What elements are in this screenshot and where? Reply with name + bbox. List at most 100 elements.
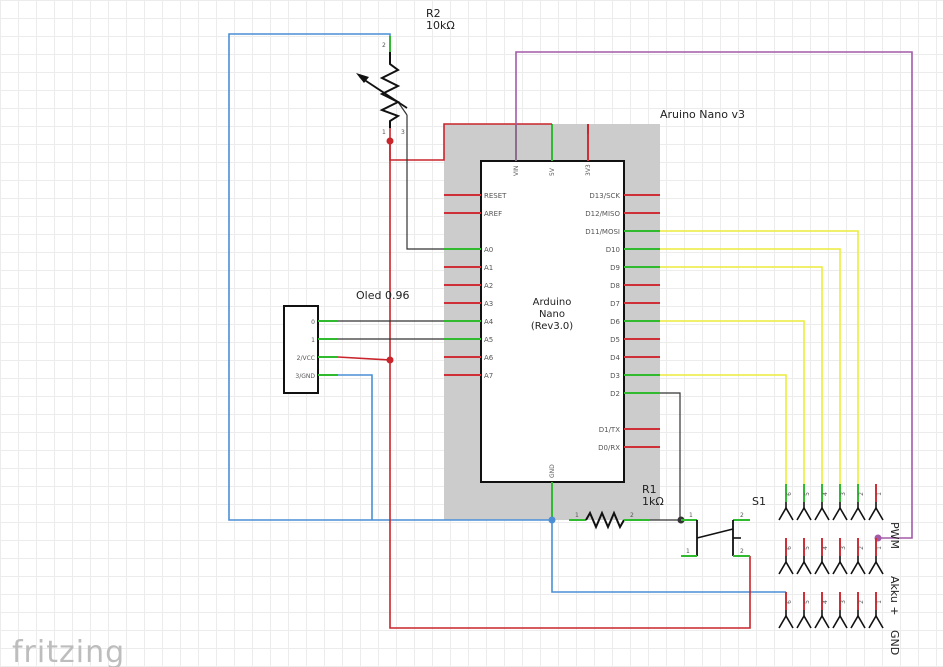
oled-pin-label-0: 0 (311, 319, 315, 326)
pin-label-d10: D10 (606, 246, 620, 254)
pin-label-gnd: GND (549, 464, 556, 478)
oled-display[interactable] (283, 305, 319, 394)
header-pin-label: 2 (858, 600, 865, 604)
pin-label-a3: A3 (484, 300, 493, 308)
r1-value: 1kΩ (642, 495, 664, 508)
s1-pin-label: 1 (686, 548, 690, 555)
resistor-r1[interactable] (569, 510, 650, 530)
header-socket-chevron (868, 560, 884, 575)
arduino-chip[interactable] (480, 160, 625, 483)
pin-label-d12: D12/MISO (585, 210, 620, 218)
header-socket-chevron (796, 506, 812, 521)
header-socket-chevron (850, 614, 866, 629)
header-pin-label: 1 (876, 546, 883, 550)
header-socket-chevron (778, 506, 794, 521)
header-pin-label: 1 (876, 492, 883, 496)
wire-yellow-d3[interactable] (660, 374, 787, 485)
r2-value: 10kΩ (426, 19, 455, 32)
r2-pin1-label: 1 (382, 129, 386, 136)
wire-yellow-d10[interactable] (660, 248, 841, 485)
pin-label-a5: A5 (484, 336, 493, 344)
wire-purple-vin-akku[interactable] (515, 51, 913, 539)
oled-name: Oled 0.96 (356, 289, 409, 302)
pin-label-d4: D4 (610, 354, 620, 362)
r2-pin3-label: 3 (401, 129, 405, 136)
oled-pin-label-1: 1 (311, 337, 315, 344)
chip-label-line-1: Arduino (533, 297, 572, 308)
header-socket-chevron (814, 506, 830, 521)
wire-red-vcc-bus[interactable] (389, 141, 751, 629)
s1-pin-label: 1 (689, 512, 693, 519)
header-pin-label: 6 (786, 492, 793, 496)
header-socket-chevron (796, 560, 812, 575)
header-pin-label: 3 (840, 600, 847, 604)
header-pin-label: 4 (822, 546, 829, 550)
header-pin-label: 4 (822, 492, 829, 496)
header-pin-label: 5 (804, 492, 811, 496)
wire-blue-oled-ground[interactable] (338, 374, 373, 520)
pin-label-d11: D11/MOSI (585, 228, 620, 236)
header-pin-label: 6 (786, 546, 793, 550)
wire-red-oled-vcc[interactable] (337, 356, 391, 361)
wire-black-d2-switch[interactable] (660, 392, 681, 520)
pin-label-d9: D9 (610, 264, 620, 272)
header-socket-chevron (832, 560, 848, 575)
pin-label-a1: A1 (484, 264, 493, 272)
fritzing-logo: fritzing (12, 635, 125, 667)
header-socket-chevron (796, 614, 812, 629)
header-socket-chevron (814, 560, 830, 575)
wire-yellow-d6[interactable] (660, 320, 805, 485)
pin-label-aref: AREF (484, 210, 502, 218)
wire-black-wiper-a0[interactable] (406, 128, 444, 250)
pin-label-d2: D2 (610, 390, 620, 398)
oled-pin-label-gnd: 3/GND (295, 373, 315, 380)
junction-dot (386, 356, 394, 364)
pin-label-5v: 5V (549, 167, 556, 176)
pin-label-3v3: 3V3 (585, 164, 592, 176)
pin-label-reset: RESET (484, 192, 507, 200)
r1-pin2-label: 2 (630, 512, 634, 519)
header-pin-label: 2 (858, 546, 865, 550)
header-label-pwm: PWM (888, 522, 901, 549)
header-pin-label: 5 (804, 546, 811, 550)
pin-label-vin: VIN (513, 166, 520, 176)
r2-pin2-label: 2 (382, 42, 386, 49)
header-pin-label: 2 (858, 492, 865, 496)
r2-name: R2 (426, 7, 441, 20)
header-socket-chevron (868, 506, 884, 521)
oled-pin-label-vcc: 2/VCC (297, 355, 315, 362)
board-title: Aruino Nano v3 (660, 108, 745, 121)
potentiometer-r2[interactable] (356, 36, 408, 141)
junction-dot (548, 516, 556, 524)
pin-label-a7: A7 (484, 372, 493, 380)
pin-label-d0: D0/RX (598, 444, 620, 452)
header-pin-label: 5 (804, 600, 811, 604)
push-button-s1[interactable] (681, 519, 750, 557)
header-pin-label: 6 (786, 600, 793, 604)
pin-label-a2: A2 (484, 282, 493, 290)
chip-label-line-3: (Rev3.0) (531, 321, 573, 332)
header-socket-chevron (778, 614, 794, 629)
wire-yellow-d11[interactable] (660, 230, 859, 485)
pin-label-d3: D3 (610, 372, 620, 380)
pin-label-a4: A4 (484, 318, 494, 326)
s1-pin-label: 2 (740, 548, 744, 555)
header-socket-chevron (814, 614, 830, 629)
header-socket-chevron (832, 614, 848, 629)
header-label-akku: Akku + (888, 576, 901, 616)
s1-pin-label: 2 (740, 512, 744, 519)
r1-name: R1 (642, 483, 657, 496)
pin-label-d1: D1/TX (599, 426, 620, 434)
r1-pin1-label: 1 (575, 512, 579, 519)
pin-label-d7: D7 (610, 300, 620, 308)
header-socket-chevron (868, 614, 884, 629)
wire-blue-gnd-header[interactable] (551, 520, 786, 593)
wire-yellow-d9[interactable] (660, 266, 823, 485)
header-socket-chevron (832, 506, 848, 521)
header-pin-label: 1 (876, 600, 883, 604)
chip-label-line-2: Nano (539, 309, 565, 320)
